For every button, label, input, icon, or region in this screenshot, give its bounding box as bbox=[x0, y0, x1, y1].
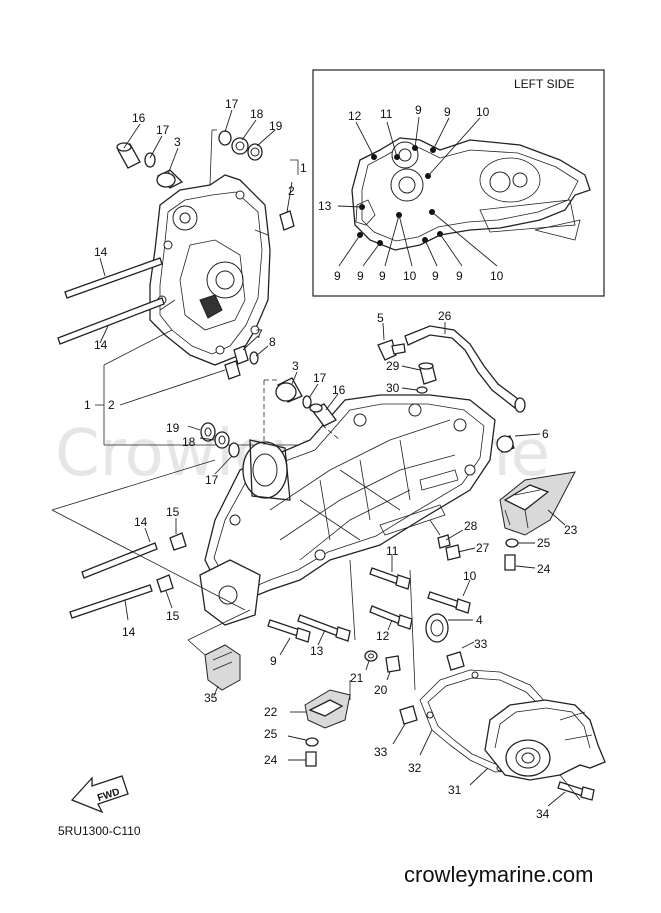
inset-callout-13: 13 bbox=[318, 199, 332, 213]
left-side-inset: LEFT SIDE bbox=[312, 69, 605, 297]
callout-11: 11 bbox=[386, 544, 399, 558]
callout-3: 3 bbox=[292, 359, 299, 373]
callout-2: 2 bbox=[108, 398, 115, 412]
callout-23: 23 bbox=[564, 523, 578, 537]
lower-middle-parts: 21 20 35 22 25 24 bbox=[187, 609, 401, 767]
callout-33: 33 bbox=[374, 745, 388, 759]
inset-callout-9: 9 bbox=[456, 269, 463, 283]
callout-18: 18 bbox=[250, 107, 264, 121]
inset-callout-9: 9 bbox=[415, 103, 422, 117]
crankcase-right-half bbox=[199, 394, 496, 626]
callout-14: 14 bbox=[94, 245, 108, 259]
callout-32: 32 bbox=[408, 761, 422, 775]
right-half-parts: 5 26 29 30 6 3 17 16 bbox=[166, 309, 549, 487]
inset-callout-9: 9 bbox=[444, 105, 451, 119]
right-cover-parts: 23 28 27 25 24 bbox=[429, 471, 578, 576]
inset-callout-10: 10 bbox=[403, 269, 417, 283]
callout-24: 24 bbox=[537, 562, 551, 576]
stud-bolts-lower: 14 14 15 15 bbox=[51, 459, 246, 639]
callout-15: 15 bbox=[166, 505, 180, 519]
callout-24: 24 bbox=[264, 753, 278, 767]
callout-22: 22 bbox=[264, 705, 278, 719]
callout-10: 10 bbox=[463, 569, 477, 583]
callout-15: 15 bbox=[166, 609, 180, 623]
callout-17: 17 bbox=[156, 123, 170, 137]
callout-20: 20 bbox=[374, 683, 388, 697]
callout-31: 31 bbox=[448, 783, 462, 797]
callout-3: 3 bbox=[174, 135, 181, 149]
site-url: crowleymarine.com bbox=[404, 862, 594, 887]
callout-14: 14 bbox=[134, 515, 148, 529]
callout-9: 9 bbox=[270, 654, 277, 668]
upper-left-bearing-parts: 16 17 3 17 18 19 1 2 7 8 bbox=[116, 97, 307, 380]
crankcase-bolts: 9 13 11 12 10 4 bbox=[267, 544, 483, 691]
callout-14: 14 bbox=[122, 625, 136, 639]
callout-19: 19 bbox=[269, 119, 283, 133]
callout-27: 27 bbox=[476, 541, 490, 555]
callout-8: 8 bbox=[269, 335, 276, 349]
callout-28: 28 bbox=[464, 519, 478, 533]
callout-16: 16 bbox=[332, 383, 346, 397]
callout-13: 13 bbox=[310, 644, 324, 658]
callout-16: 16 bbox=[132, 111, 146, 125]
callout-17: 17 bbox=[205, 473, 219, 487]
callout-17: 17 bbox=[313, 371, 327, 385]
inset-callout-9: 9 bbox=[334, 269, 341, 283]
inset-callout-12: 12 bbox=[348, 109, 362, 123]
callout-1: 1 bbox=[300, 161, 307, 175]
callout-25: 25 bbox=[537, 536, 551, 550]
callout-1: 1 bbox=[84, 398, 91, 412]
callout-21: 21 bbox=[350, 671, 364, 685]
callout-34: 34 bbox=[536, 807, 550, 821]
inset-callout-9: 9 bbox=[379, 269, 386, 283]
callout-35: 35 bbox=[204, 691, 218, 705]
callout-18: 18 bbox=[182, 435, 196, 449]
gear-cover-assembly: 32 33 33 31 34 bbox=[374, 637, 606, 821]
inset-callout-11: 11 bbox=[380, 107, 393, 121]
callout-19: 19 bbox=[166, 421, 180, 435]
callout-7: 7 bbox=[256, 327, 263, 341]
inset-callout-10: 10 bbox=[490, 269, 504, 283]
callout-29: 29 bbox=[386, 359, 400, 373]
callout-14: 14 bbox=[94, 338, 108, 352]
fwd-arrow-icon: FWD bbox=[70, 775, 129, 814]
crankcase-left-half bbox=[149, 129, 271, 366]
inset-callout-9: 9 bbox=[357, 269, 364, 283]
diagram-code: 5RU1300-C110 bbox=[58, 824, 141, 838]
callout-26: 26 bbox=[438, 309, 452, 323]
inset-callout-9: 9 bbox=[432, 269, 439, 283]
callout-2: 2 bbox=[288, 184, 295, 198]
callout-6: 6 bbox=[542, 427, 549, 441]
stud-bolts-upper: 14 14 bbox=[57, 245, 165, 352]
callout-30: 30 bbox=[386, 381, 400, 395]
callout-17: 17 bbox=[225, 97, 239, 111]
callout-4: 4 bbox=[476, 613, 483, 627]
callout-5: 5 bbox=[377, 311, 384, 325]
callout-25: 25 bbox=[264, 727, 278, 741]
inset-title: LEFT SIDE bbox=[514, 77, 574, 91]
callout-33: 33 bbox=[474, 637, 488, 651]
inset-callout-10: 10 bbox=[476, 105, 490, 119]
callout-12: 12 bbox=[376, 629, 390, 643]
